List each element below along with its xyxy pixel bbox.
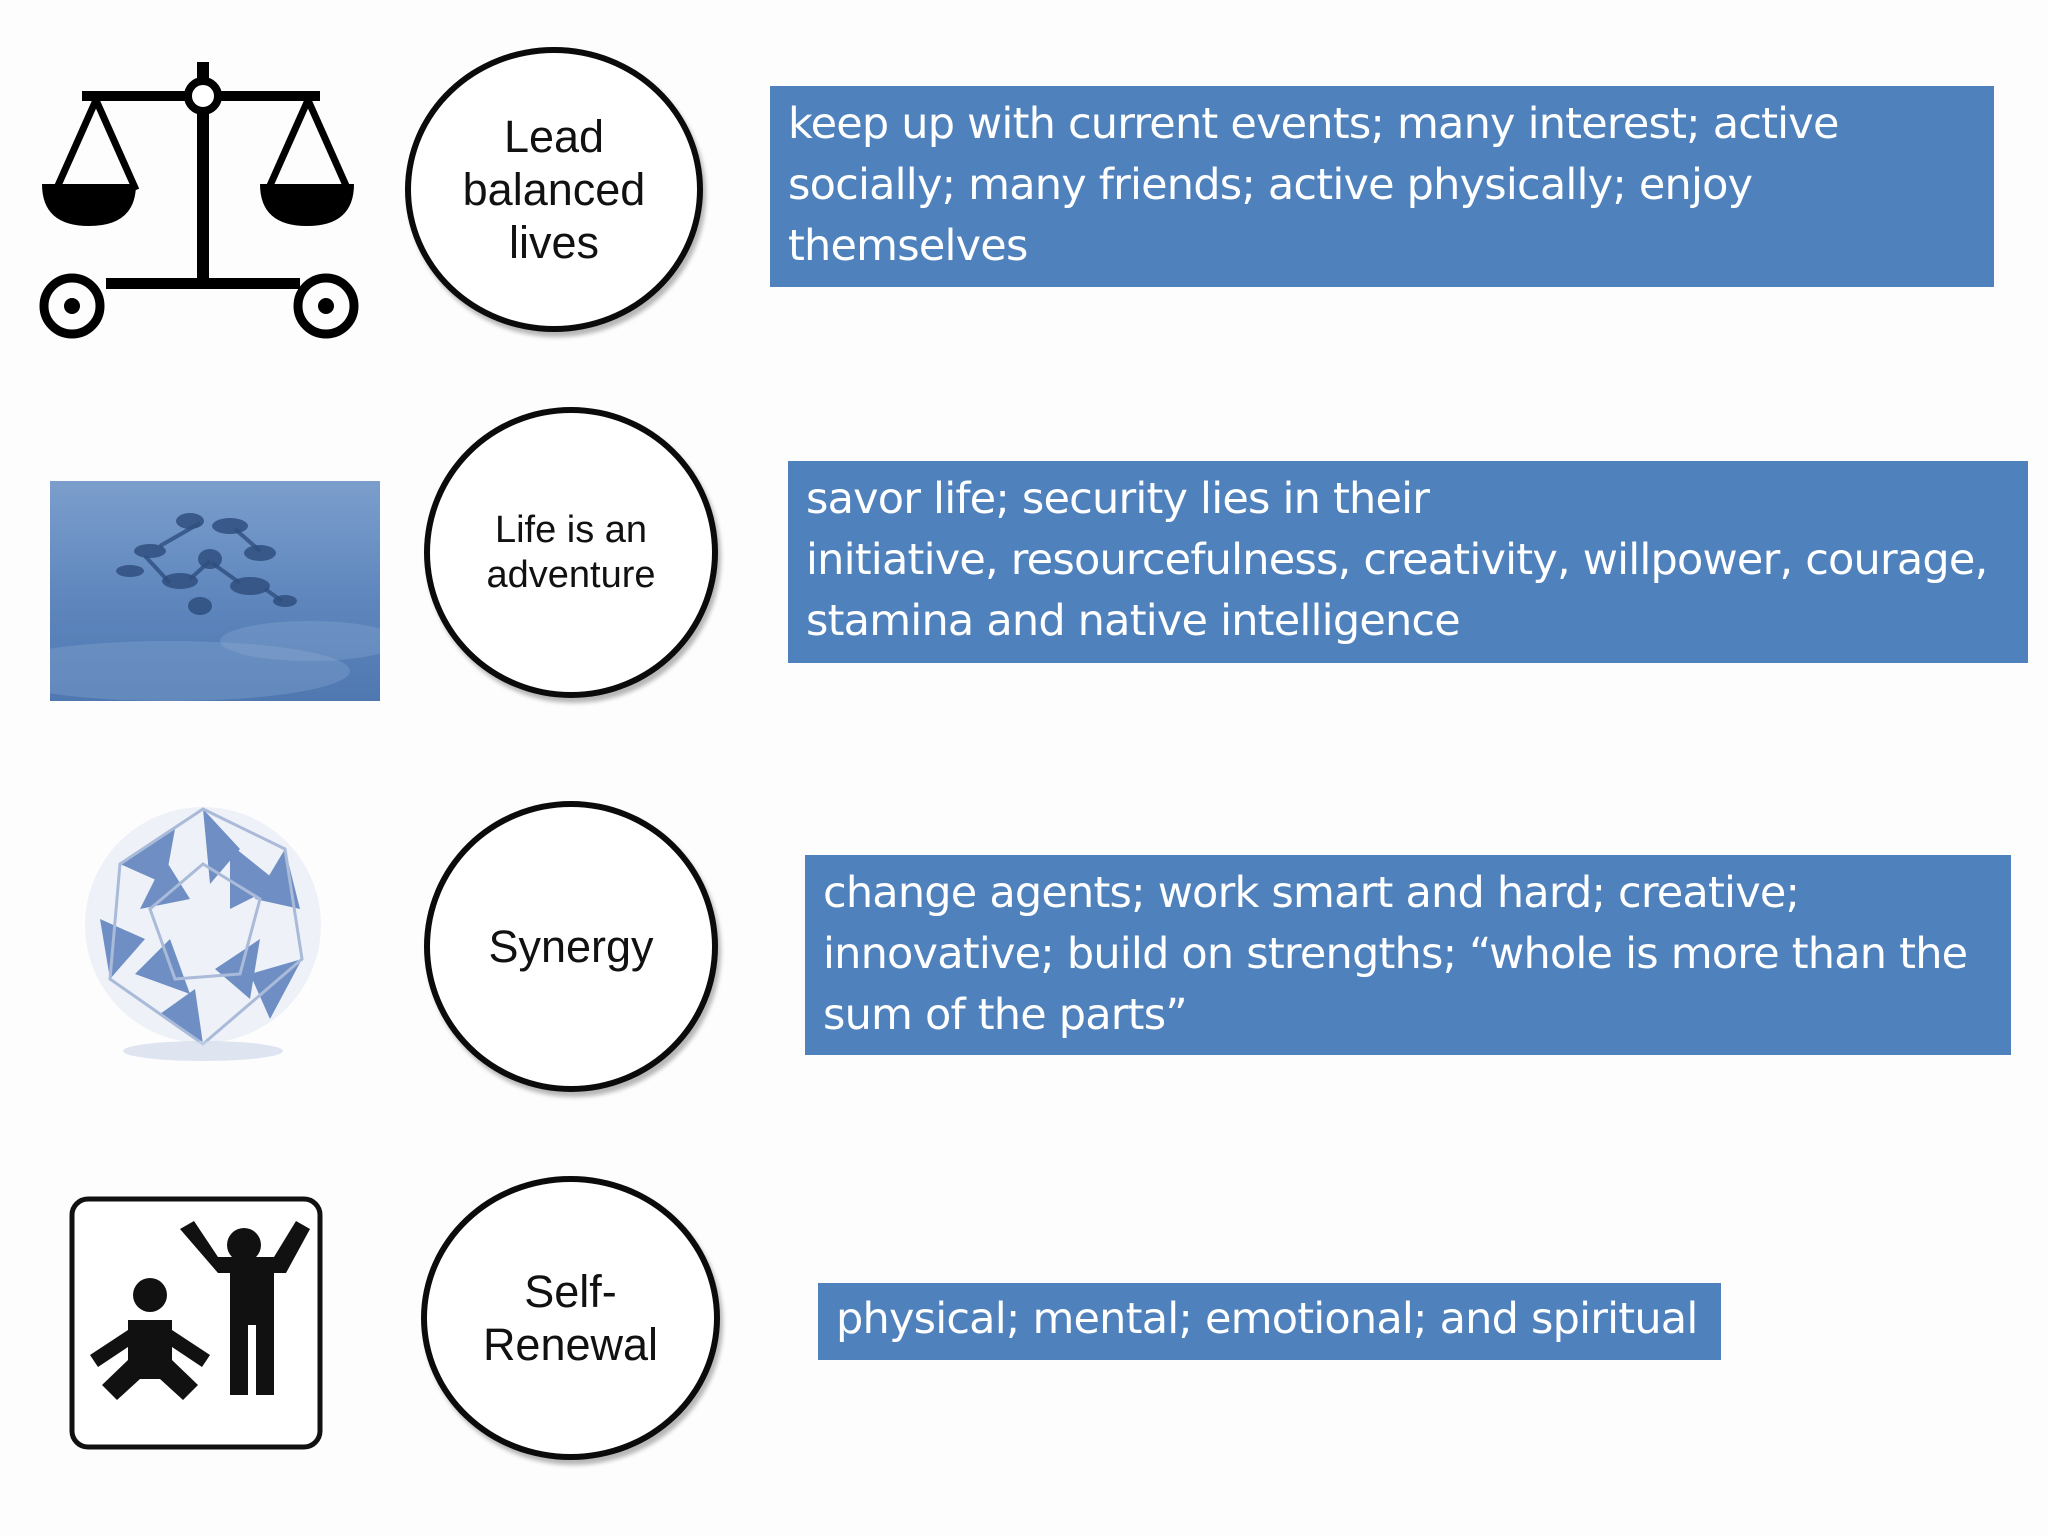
description-box-balanced-lives: keep up with current events; many intere…: [770, 86, 1994, 287]
description-box-self-renewal: physical; mental; emotional; and spiritu…: [818, 1283, 1721, 1360]
circle-label: Self- Renewal: [482, 1265, 659, 1370]
circle-synergy: Synergy: [424, 801, 718, 1092]
description-box-synergy: change agents; work smart and hard; crea…: [805, 855, 2011, 1055]
circle-label: Synergy: [488, 920, 654, 972]
circle-label: Lead balanced lives: [462, 110, 646, 269]
skydivers-formation-image: [50, 481, 380, 701]
circle-life-is-an-adventure: Life is an adventure: [424, 407, 718, 698]
geodesic-sphere-icon: [80, 789, 326, 1065]
circle-self-renewal: Self- Renewal: [421, 1176, 720, 1460]
circle-lead-balanced-lives: Lead balanced lives: [405, 47, 703, 332]
balance-scale-icon: [36, 58, 360, 340]
exercise-people-icon: [68, 1195, 324, 1451]
circle-label: Life is an adventure: [486, 508, 656, 596]
description-box-life-adventure: savor life; security lies in their initi…: [788, 461, 2028, 663]
